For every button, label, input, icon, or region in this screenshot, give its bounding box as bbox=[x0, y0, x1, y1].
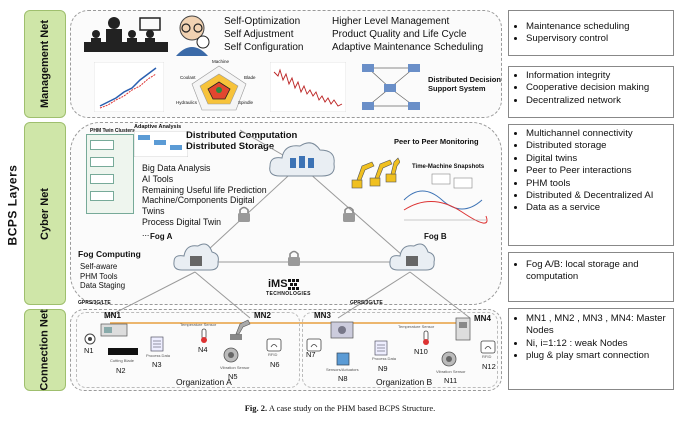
machine-icon bbox=[100, 323, 128, 337]
fog-list: Self-aware PHM Tools Data Staging bbox=[80, 262, 126, 290]
engineer-icon bbox=[176, 15, 210, 56]
process-data-icon bbox=[374, 340, 388, 356]
organization-b-label: Organization B bbox=[376, 377, 433, 387]
gprs-label-b: GPRS/3G/LTE bbox=[350, 300, 383, 306]
node-n9: N9 bbox=[378, 364, 388, 373]
vibration-sensor-icon bbox=[441, 351, 457, 367]
layer-tab-cyber: Cyber Net bbox=[24, 122, 66, 305]
rfid-icon bbox=[306, 338, 322, 352]
node-n11: N11 bbox=[444, 376, 458, 385]
radar-chart-thumbnail bbox=[191, 65, 247, 111]
node-n6: N6 bbox=[270, 360, 280, 369]
right-box-management-1: Maintenance scheduling Supervisory contr… bbox=[508, 10, 674, 56]
organization-a-frame bbox=[76, 312, 300, 388]
node-n2: N2 bbox=[116, 366, 126, 375]
node-n7: N7 bbox=[306, 350, 316, 359]
right-box-fog: Fog A/B: local storage and computation bbox=[508, 252, 674, 302]
trend-plot-thumbnail bbox=[94, 62, 164, 112]
rfid-icon bbox=[266, 338, 282, 352]
temperature-sensor-label-a: Temperature Sensor bbox=[180, 322, 217, 327]
distributed-label: Distributed Computation Distributed Stor… bbox=[186, 130, 298, 152]
robot-arm-icon bbox=[230, 319, 251, 340]
ims-logo bbox=[288, 279, 299, 290]
machine-icon bbox=[330, 321, 354, 339]
sensors-actuators-label: Sensors/Actuators bbox=[326, 367, 359, 372]
layer-tab-connection: Connection Net bbox=[24, 309, 66, 391]
node-n3: N3 bbox=[152, 360, 162, 369]
lock-icon bbox=[238, 206, 250, 222]
fog-b-label: Fog B bbox=[424, 232, 447, 241]
phm-twin-card bbox=[90, 157, 114, 167]
snapshots-label: Time-Machine Snapshots bbox=[412, 164, 485, 170]
figure-caption: Fig. 2. A case study on the PHM based BC… bbox=[244, 403, 436, 413]
dds-label: Distributed Decision Support System bbox=[428, 75, 501, 93]
radar-label-spindle: Spindle bbox=[238, 100, 254, 105]
temperature-sensor-icon bbox=[201, 328, 207, 343]
radar-label-coolant: Coolant bbox=[180, 75, 196, 80]
radar-label-hydraulics: Hydraulics bbox=[176, 100, 198, 105]
node-mn4: MN4 bbox=[474, 314, 491, 323]
vibration-sensor-label-b: Vibration Sensor bbox=[436, 369, 466, 374]
node-n8: N8 bbox=[338, 374, 348, 383]
ims-wordmark: iMS bbox=[268, 278, 288, 290]
organization-b-frame bbox=[302, 312, 498, 388]
phm-twin-card bbox=[90, 174, 114, 184]
node-n12: N12 bbox=[482, 362, 496, 371]
organization-a-label: Organization A bbox=[176, 377, 232, 387]
cutting-blade-icon bbox=[108, 348, 138, 355]
right-box-management-2: Information integrity Cooperative decisi… bbox=[508, 66, 674, 118]
cutting-blade-label: Cutting Blade bbox=[110, 358, 135, 363]
rfid-label-a: RFID bbox=[268, 352, 278, 357]
lock-icon bbox=[343, 206, 355, 222]
fog-a-cloud-icon bbox=[173, 243, 219, 271]
phm-twin-card bbox=[90, 191, 114, 201]
process-data-icon bbox=[150, 336, 164, 352]
management-list-2: Higher Level Management Product Quality … bbox=[332, 16, 484, 53]
node-n1: N1 bbox=[84, 346, 94, 355]
radar-label-machine: Machine bbox=[212, 59, 230, 64]
node-mn1: MN1 bbox=[104, 311, 121, 320]
radar-label-blade: Blade bbox=[244, 75, 256, 80]
fog-computing-label: Fog Computing bbox=[78, 249, 141, 259]
node-n5: N5 bbox=[228, 372, 238, 381]
p2p-monitoring-label: Peer to Peer Monitoring bbox=[394, 137, 479, 146]
layer-tab-management: Management Net bbox=[24, 10, 66, 118]
fog-b-cloud-icon bbox=[389, 243, 435, 271]
actuator-icon bbox=[336, 352, 350, 366]
vibration-sensor-label-a: Vibration Sensor bbox=[220, 365, 250, 370]
gprs-label-a: GPRS/3G/LTE bbox=[78, 300, 111, 306]
node-n4: N4 bbox=[198, 345, 208, 354]
temperature-sensor-label-b: Temperature Sensor bbox=[398, 324, 435, 329]
signal-plot-thumbnail bbox=[270, 62, 346, 112]
rfid-icon bbox=[480, 340, 496, 354]
analysis-list: Big Data Analysis AI Tools Remaining Use… bbox=[142, 163, 267, 238]
machine-icon bbox=[455, 317, 471, 341]
rfid-label-b: RFID bbox=[482, 354, 492, 359]
audience-icon bbox=[84, 17, 168, 52]
right-box-cyber: Multichannel connectivity Distributed st… bbox=[508, 124, 674, 246]
adaptive-analysis-thumbnail bbox=[134, 131, 188, 157]
sensor-icon bbox=[84, 333, 96, 345]
robot-arms-icon bbox=[351, 157, 400, 189]
process-data-label-b: Process Data bbox=[372, 356, 397, 361]
process-data-label-a: Process Data bbox=[146, 353, 171, 358]
management-list-1: Self-Optimization Self Adjustment Self C… bbox=[224, 16, 304, 53]
node-n10: N10 bbox=[414, 347, 428, 356]
snapshot-chart-thumbnail bbox=[403, 173, 488, 224]
node-mn3: MN3 bbox=[314, 311, 331, 320]
lock-icon bbox=[288, 250, 300, 266]
fog-a-label: Fog A bbox=[150, 232, 173, 241]
temperature-sensor-icon bbox=[423, 330, 429, 345]
right-box-connection: MN1 , MN2 , MN3 , MN4: Master Nodes Ni, … bbox=[508, 308, 674, 390]
central-cloud-icon bbox=[269, 142, 335, 177]
vibration-sensor-icon bbox=[223, 347, 239, 363]
decision-network-thumbnail bbox=[362, 64, 420, 110]
ims-subtitle: TECHNOLOGIES bbox=[266, 291, 311, 297]
phm-clusters-label: PHM Twin Clusters bbox=[90, 128, 135, 134]
node-mn2: MN2 bbox=[254, 311, 271, 320]
adaptive-analysis-label: Adaptive Analysis bbox=[134, 124, 182, 130]
phm-twin-card bbox=[90, 140, 114, 150]
